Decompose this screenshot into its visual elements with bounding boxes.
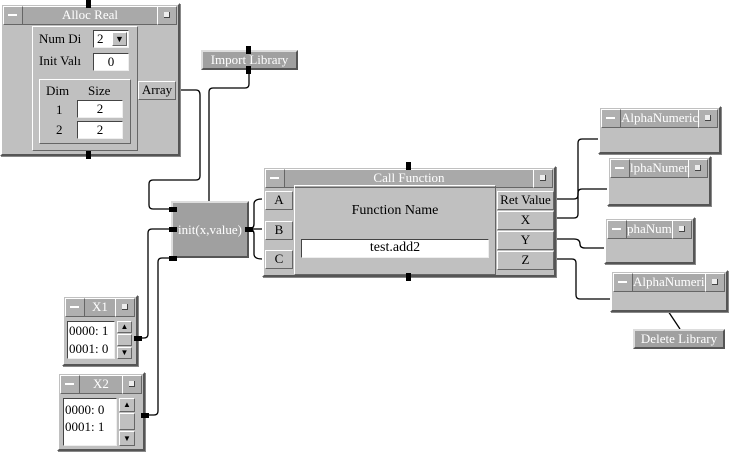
- maximize-icon[interactable]: [157, 6, 177, 25]
- scroll-down-icon[interactable]: ▼: [119, 431, 135, 446]
- wire-x1-to-init: [137, 228, 171, 339]
- alloc-real-object[interactable]: Alloc Real Num Di 2 ▼ Init Valı 0 Dim Si…: [0, 3, 180, 156]
- array-output-pin[interactable]: Array: [138, 81, 176, 100]
- alphanumeric-title[interactable]: lphaNumeri: [629, 159, 689, 178]
- size-field-1[interactable]: 2: [77, 100, 123, 118]
- sequence-out-pin[interactable]: [86, 151, 91, 159]
- wire-an4-to-delete: [667, 310, 681, 330]
- wire-ret-to-an1: [555, 138, 598, 200]
- maximize-icon[interactable]: [122, 375, 142, 394]
- minimize-icon[interactable]: [65, 298, 85, 317]
- output-pin-z[interactable]: Z: [497, 251, 554, 270]
- init-input-pin[interactable]: [169, 207, 177, 212]
- alphanumeric-title[interactable]: phaNume: [626, 220, 673, 239]
- dim-1: 1: [56, 102, 63, 117]
- dim-size-table: Dim Size 1 2 2 2: [39, 79, 131, 144]
- alloc-panel: Num Di 2 ▼ Init Valı 0 Dim Size 1 2 2 2: [32, 26, 138, 151]
- x1-line: 0001: 0: [69, 341, 109, 356]
- num-dims-value: 2: [97, 31, 104, 46]
- alphanumeric-title[interactable]: AlphaNumeric: [620, 109, 699, 128]
- wire-init-to-a: [247, 198, 263, 230]
- alloc-real-title[interactable]: Alloc Real: [3, 6, 177, 25]
- sequence-in-pin[interactable]: [86, 0, 91, 8]
- sequence-out-pin[interactable]: [406, 273, 411, 281]
- function-name-field[interactable]: test.add2: [301, 239, 489, 258]
- minimize-icon[interactable]: [3, 6, 23, 25]
- x2-output-pin[interactable]: [141, 413, 149, 418]
- init-value-field[interactable]: 0: [93, 53, 129, 71]
- delete-library-object[interactable]: Delete Library: [633, 329, 725, 349]
- output-pin-y[interactable]: Y: [497, 231, 554, 250]
- init-input-pin[interactable]: [169, 256, 177, 261]
- alphanumeric-title[interactable]: AlphaNumeric: [632, 273, 706, 292]
- scroll-up-icon[interactable]: ▲: [117, 321, 132, 333]
- minimize-icon[interactable]: [265, 169, 285, 188]
- output-pin-x[interactable]: X: [497, 211, 554, 230]
- minimize-icon[interactable]: [610, 159, 630, 178]
- alphanumeric-display-3[interactable]: phaNume: [604, 217, 695, 264]
- maximize-icon[interactable]: [115, 298, 135, 317]
- wire-array-to-init: [148, 89, 201, 210]
- input-pin-b[interactable]: B: [265, 221, 293, 240]
- x2-line: 0001: 1: [65, 419, 105, 434]
- maximize-icon[interactable]: [698, 109, 718, 128]
- dim-2: 2: [56, 122, 63, 137]
- maximize-icon[interactable]: [672, 220, 692, 239]
- minimize-icon[interactable]: [60, 375, 80, 394]
- sequence-in-pin[interactable]: [406, 162, 411, 170]
- wire-x-to-an2: [555, 188, 607, 219]
- maximize-icon[interactable]: [688, 159, 708, 178]
- function-panel: Function Name test.add2: [294, 185, 496, 275]
- size-header: Size: [88, 83, 111, 98]
- scrollbar-thumb[interactable]: [119, 413, 135, 430]
- wire-x2-to-init: [144, 257, 171, 416]
- init-output-pin[interactable]: [245, 227, 253, 232]
- sequence-in-pin[interactable]: [246, 46, 251, 54]
- x2-constant-object[interactable]: X2 0000: 0 0001: 1 ▲ ▼: [57, 372, 145, 451]
- wire-init-to-c: [247, 228, 263, 260]
- init-value-label: Init Valı: [39, 53, 82, 68]
- scroll-down-icon[interactable]: ▼: [117, 347, 132, 359]
- input-pin-a[interactable]: A: [265, 191, 293, 210]
- x1-array-list[interactable]: 0000: 1 0001: 0: [67, 321, 115, 359]
- sequence-out-pin[interactable]: [246, 66, 251, 74]
- wire-z-to-an4: [555, 258, 610, 300]
- function-name-label: Function Name: [351, 203, 439, 218]
- input-pin-c[interactable]: C: [265, 250, 293, 269]
- wire-y-to-an3: [555, 238, 604, 249]
- wire-import-to-init: [208, 69, 250, 201]
- x1-output-pin[interactable]: [134, 336, 142, 341]
- size-field-2[interactable]: 2: [77, 121, 123, 139]
- alphanumeric-display-2[interactable]: lphaNumeri: [607, 156, 711, 206]
- x2-line: 0000: 0: [65, 402, 105, 417]
- alphanumeric-display-1[interactable]: AlphaNumeric: [598, 106, 721, 154]
- num-dims-dropdown[interactable]: 2 ▼: [93, 30, 129, 48]
- call-function-title[interactable]: Call Function: [265, 169, 553, 188]
- chevron-down-icon[interactable]: ▼: [112, 32, 127, 46]
- maximize-icon[interactable]: [705, 273, 725, 292]
- scroll-up-icon[interactable]: ▲: [119, 398, 135, 412]
- x1-constant-object[interactable]: X1 0000: 1 0001: 0 ▲ ▼: [62, 295, 138, 366]
- scrollbar-thumb[interactable]: [117, 334, 132, 346]
- init-input-pin[interactable]: [169, 227, 177, 232]
- maximize-icon[interactable]: [533, 169, 553, 188]
- init-function-object[interactable]: init(x,value): [171, 201, 249, 258]
- minimize-icon[interactable]: [601, 109, 621, 128]
- dim-header: Dim: [46, 83, 70, 98]
- minimize-icon[interactable]: [607, 220, 627, 239]
- num-dims-label: Num Di: [39, 31, 82, 46]
- minimize-icon[interactable]: [613, 273, 633, 292]
- output-pin-ret-value[interactable]: Ret Value: [497, 191, 554, 210]
- call-function-object[interactable]: Call Function A B C Function Name test.a…: [262, 166, 556, 277]
- x1-line: 0000: 1: [69, 323, 109, 338]
- x2-array-list[interactable]: 0000: 0 0001: 1: [63, 398, 117, 446]
- alphanumeric-display-4[interactable]: AlphaNumeric: [610, 270, 728, 312]
